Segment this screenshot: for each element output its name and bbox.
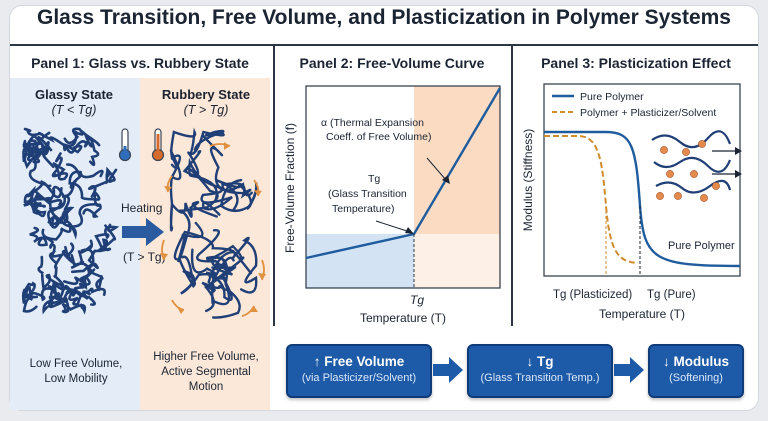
- modulus-chart: Pure Polymer Polymer + Plasticizer/Solve…: [521, 83, 742, 321]
- flow-box-2-sub: (Glass Transition Temp.): [480, 372, 600, 384]
- x-axis-label: Temperature (T): [360, 311, 446, 325]
- flow-box-tg: ↓ Tg (Glass Transition Temp.): [467, 344, 613, 398]
- glassy-state-condition: (T < Tg): [51, 103, 97, 117]
- free-volume-chart: α (Thermal Expansion Coeff. of Free Volu…: [283, 85, 502, 325]
- flow-arrow-2-icon: [614, 357, 644, 383]
- polymer-chain: [169, 176, 218, 232]
- rubbery-chain-network: [169, 127, 258, 319]
- plot-frame: [305, 85, 501, 289]
- heating-label: Heating: [121, 201, 163, 215]
- polymer-chain: [34, 185, 67, 220]
- flow-box-free-volume: ↑ Free Volume (via Plasticizer/Solvent): [286, 344, 432, 398]
- rubbery-state-title: Rubbery State: [161, 87, 251, 102]
- polymer-chain: [216, 178, 258, 213]
- glassy-chain-tangle: [21, 127, 120, 315]
- polymer-chain: [29, 226, 56, 256]
- polymer-chain: [64, 284, 91, 300]
- motion-arrows-icon: [160, 142, 266, 317]
- x-axis-label: Temperature (T): [599, 307, 685, 321]
- polymer-chain: [177, 167, 219, 263]
- rubbery-caption-line-3: Motion: [188, 381, 224, 393]
- polymer-chain: [23, 127, 83, 154]
- alpha-pointer-head: [442, 175, 450, 184]
- polymer-chain: [87, 166, 118, 198]
- flow-box-2-main: ↓ Tg: [526, 354, 554, 369]
- panel-divider-2: [511, 46, 513, 326]
- polymer-chain: [182, 129, 225, 177]
- polymer-chain: [41, 206, 77, 241]
- title-rule: [10, 44, 758, 46]
- thermometer-cold-icon: [118, 128, 132, 162]
- tg-annotation-line-3: Temperature): [332, 203, 394, 215]
- panel-divider-1: [273, 46, 275, 326]
- polymer-chain: [23, 193, 47, 218]
- alpha-annotation-line-1: α (Thermal Expansion: [321, 117, 424, 129]
- flow-box-1-main: ↑ Free Volume: [313, 354, 405, 369]
- polymer-chain: [63, 127, 91, 154]
- tg-pointer: [375, 220, 411, 233]
- rubbery-region-lower: [414, 234, 500, 288]
- flow-box-3-sub: (Softening): [669, 372, 723, 384]
- tg-annotation-line-1: Tg: [368, 173, 380, 185]
- polymer-chain: [37, 255, 65, 299]
- polymer-chain: [70, 224, 117, 274]
- rubbery-caption: Higher Free Volume, Active Segmental Mot…: [142, 350, 270, 395]
- alpha-annotation-line-2: Coeff. of Free Volume): [326, 131, 431, 143]
- polymer-chain: [169, 127, 197, 181]
- polymer-chain: [47, 285, 87, 315]
- polymer-chain: [68, 169, 104, 207]
- polymer-chain: [51, 152, 69, 181]
- legend-pure-label: Pure Polymer: [580, 91, 644, 103]
- flow-box-modulus: ↓ Modulus (Softening): [648, 344, 744, 398]
- alpha-pointer: [426, 157, 447, 181]
- polymer-chain: [48, 250, 66, 296]
- y-axis-label: Modulus (Stiffness): [521, 129, 535, 232]
- rubbery-state-condition: (T > Tg): [183, 103, 229, 117]
- thermometer-hot-icon: [151, 128, 165, 162]
- panel-2-title: Panel 2: Free-Volume Curve: [299, 55, 485, 71]
- polymer-chain: [62, 239, 95, 286]
- legend-plasticized-label: Polymer + Plasticizer/Solvent: [580, 107, 716, 119]
- polymer-chain: [188, 157, 233, 216]
- plasticizer-molecules-icon: [651, 130, 742, 202]
- panel-3-title: Panel 3: Plasticization Effect: [541, 55, 731, 71]
- plot-frame: [543, 83, 741, 277]
- flow-arrow-1-icon: [433, 357, 463, 383]
- panel-1-title: Panel 1: Glass vs. Rubbery State: [31, 55, 249, 71]
- flow-box-1-sub: (via Plasticizer/Solvent): [301, 372, 417, 384]
- pure-polymer-curve-label: Pure Polymer: [668, 240, 735, 252]
- tg-pointer-head: [405, 227, 414, 234]
- glassy-caption-line-2: Low Mobility: [44, 373, 108, 385]
- tg-plasticized-label: Tg (Plasticized): [553, 289, 632, 301]
- polymer-chain: [173, 230, 258, 294]
- page-title: Glass Transition, Free Volume, and Plast…: [36, 6, 731, 29]
- polymer-chain: [42, 291, 64, 315]
- polymer-chain: [71, 268, 96, 306]
- polymer-chain: [80, 129, 101, 167]
- rubbery-caption-line-2: Active Segmental: [161, 366, 251, 378]
- flow-box-3-main: ↓ Modulus: [663, 354, 729, 369]
- polymer-chain: [201, 249, 253, 319]
- glassy-state-title: Glassy State: [34, 87, 114, 102]
- tg-tick-label: Tg: [410, 293, 424, 307]
- plasticized-curve: [544, 135, 639, 264]
- heating-condition: (T > Tg): [123, 250, 166, 264]
- y-axis-label: Free-Volume Fraction (f): [283, 123, 297, 253]
- rubbery-caption-line-1: Higher Free Volume,: [153, 351, 259, 363]
- polymer-chain: [34, 190, 64, 229]
- heating-arrow-icon: [122, 218, 164, 246]
- tg-pure-label: Tg (Pure): [647, 289, 696, 301]
- polymer-chain: [28, 131, 53, 162]
- glassy-region: [306, 234, 414, 288]
- tg-annotation-line-2: (Glass Transition: [328, 188, 407, 200]
- polymer-chain: [61, 242, 93, 270]
- glassy-caption-line-1: Low Free Volume,: [29, 358, 123, 370]
- glassy-caption: Low Free Volume, Low Mobility: [14, 357, 138, 387]
